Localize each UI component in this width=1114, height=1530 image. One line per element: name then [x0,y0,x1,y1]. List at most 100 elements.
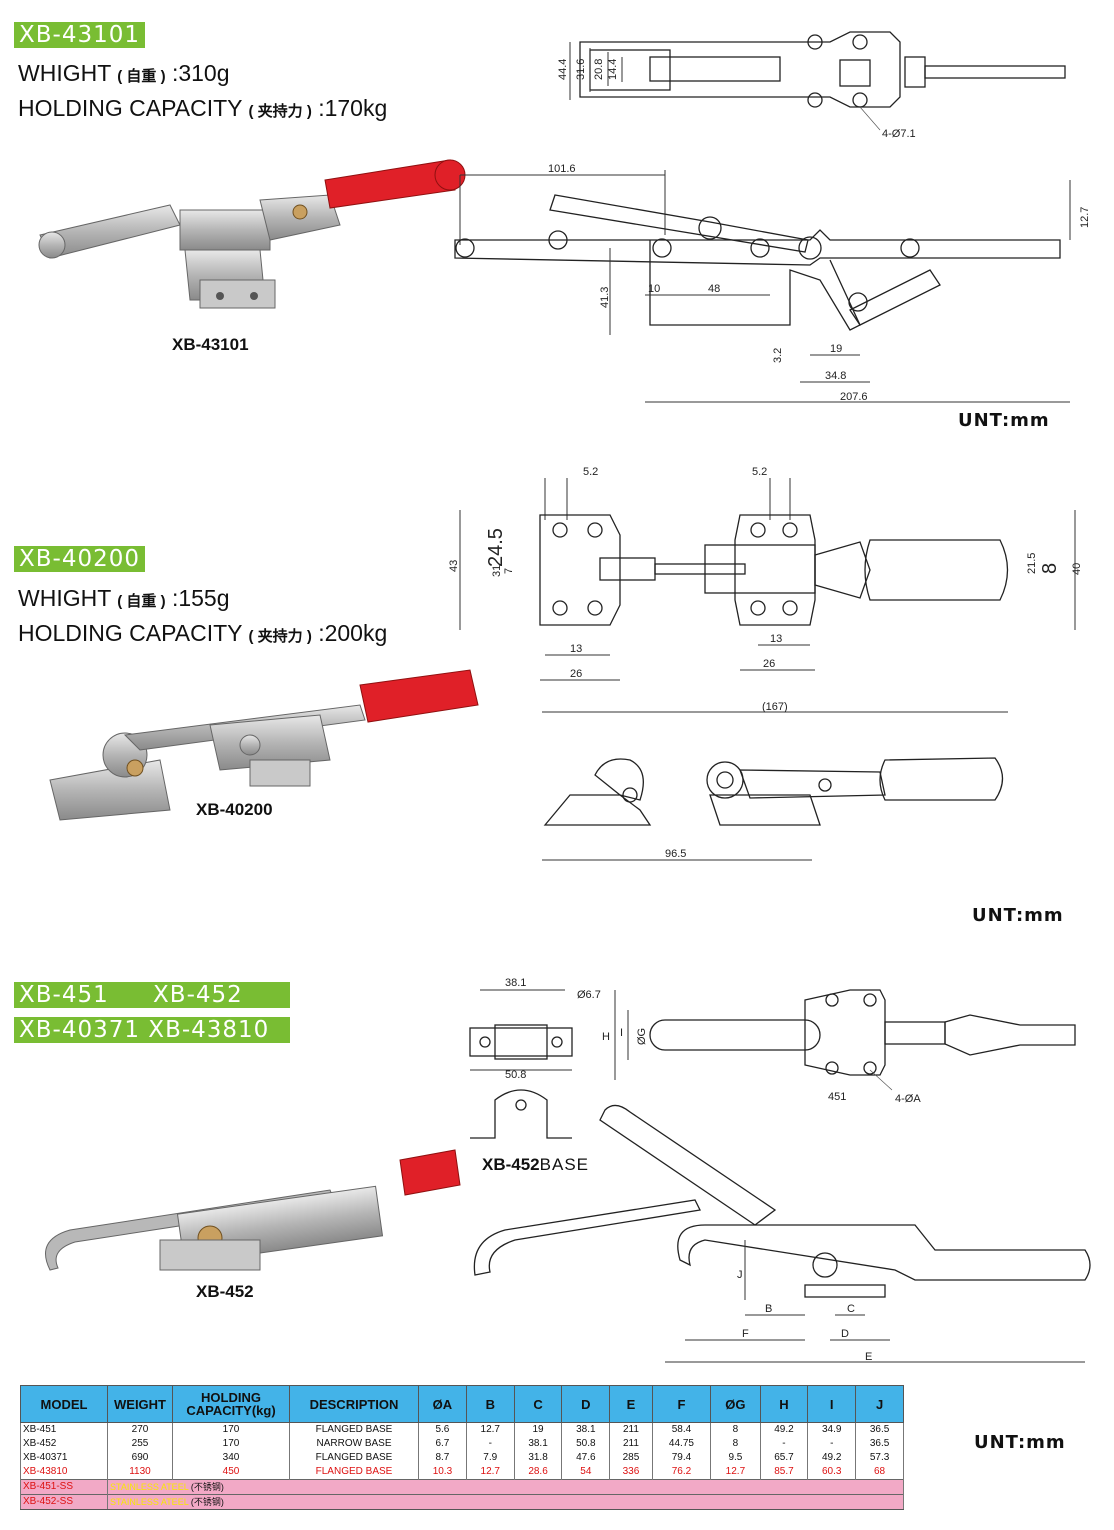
model-tag-xb-451-452: XB-451 XB-452 [14,982,290,1008]
dim-26-right: 26 [763,658,775,670]
cell: 285 [609,1451,653,1465]
dim-43: 43 [448,560,460,572]
table-header-row: MODEL WEIGHT HOLDING CAPACITY(kg) DESCRI… [20,1385,904,1423]
col-header-b: B [465,1385,515,1423]
product-photo-xb-40200 [49,669,479,821]
dim-20-8: 20.8 [593,59,605,80]
dim-12-7: 12.7 [1079,207,1091,228]
weight-value: :310g [171,60,230,86]
cell: 270 [107,1422,173,1437]
col-header-h: H [759,1385,809,1423]
dim-167: (167) [762,701,788,713]
dim-34-8: 34.8 [825,370,846,382]
col-header-j: J [855,1385,904,1423]
cell: 44.75 [651,1437,712,1451]
cell: 28.6 [513,1465,563,1480]
cell: 340 [172,1451,290,1465]
dim-E: E [865,1351,872,1363]
dim-31: 31 [491,565,503,577]
dim-7: 7 [503,568,515,574]
capacity-spec: HOLDING CAPACITY ( 夹持力 ) :170kg [18,95,387,122]
cell: - [759,1437,809,1451]
cell: 690 [107,1451,173,1465]
unit-label-3: UNT:mm [974,1432,1066,1453]
dim-10: 10 [648,283,660,295]
cell-model: XB-40371 [20,1451,108,1465]
cell-model: XB-43810 [20,1465,108,1480]
dim-44-4: 44.4 [557,59,569,80]
cell: 68 [855,1465,904,1480]
dim-24-5: 24.5 [485,528,507,567]
table-row-stainless: XB-451-SS STAINLESS ATEEL (不锈钢) [20,1479,904,1495]
dim-H: H [602,1031,610,1043]
dim-3-2: 3.2 [772,348,784,363]
dim-5-2-left: 5.2 [583,466,598,478]
cell: 211 [609,1437,653,1451]
cell: 31.8 [513,1451,563,1465]
col-header-d: D [561,1385,611,1423]
top-view-drawing-xb-43101: 44.4 31.6 20.8 14.4 4-Ø7.1 [557,31,1066,140]
capacity-cn-2: ( 夹持力 ) [248,628,312,645]
cell: FLANGED BASE [289,1422,419,1437]
dim-holes: 4-ØA [895,1093,921,1105]
cell: 34.9 [807,1422,857,1437]
cell: 10.3 [418,1465,467,1480]
cell-model: XB-451-SS [20,1479,108,1495]
dim-14-4: 14.4 [607,59,619,80]
dim-13-right: 13 [770,633,782,645]
dim-13-left: 13 [570,643,582,655]
dim-J: J [737,1269,743,1281]
cell: 36.5 [855,1437,904,1451]
dim-50-8: 50.8 [505,1069,526,1081]
unit-label-2: UNT:mm [972,905,1064,926]
cell: 76.2 [651,1465,712,1480]
tag-xb-452: XB-452 [153,982,243,1008]
dim-40: 40 [1071,563,1083,575]
col-header-a: ØA [418,1385,467,1423]
weight-value-2: :155g [171,585,230,611]
dim-48: 48 [708,283,720,295]
capacity-value-2: :200kg [318,620,388,646]
capacity-spec-2: HOLDING CAPACITY ( 夹持力 ) :200kg [18,620,387,647]
weight-spec: WHIGHT ( 自重 ) :310g [18,60,230,87]
cell-model: XB-452 [20,1437,108,1451]
col-header-c: C [513,1385,563,1423]
col-header-capacity: HOLDING CAPACITY(kg) [172,1385,290,1423]
photo-caption-xb-452: XB-452 [196,1282,254,1301]
dim-8: 8 [1039,563,1061,574]
dim-101-6: 101.6 [548,163,576,175]
dim-19: 19 [830,343,842,355]
cell: 47.6 [561,1451,611,1465]
dim-C: C [847,1303,855,1315]
col-header-g: ØG [710,1385,761,1423]
col-header-description: DESCRIPTION [289,1385,419,1423]
cell-model: XB-452-SS [20,1494,108,1510]
cell: 336 [609,1465,653,1480]
col-header-i: I [807,1385,857,1423]
cell: 12.7 [710,1465,761,1480]
cell: 8.7 [418,1451,467,1465]
col-header-weight: WEIGHT [107,1385,173,1423]
weight-spec-2: WHIGHT ( 自重 ) :155g [18,585,230,612]
dim-6-7: Ø6.7 [577,989,601,1001]
cell: 450 [172,1465,290,1480]
dim-38-1: 38.1 [505,977,526,989]
cell: 8 [710,1422,761,1437]
dim-hole-4-7-1: 4-Ø7.1 [882,128,916,140]
cell: 170 [172,1437,290,1451]
dim-G: ØG [636,1028,648,1045]
product-photo-xb-452 [45,1149,461,1271]
cell: 5.6 [418,1422,467,1437]
spec-table: MODEL WEIGHT HOLDING CAPACITY(kg) DESCRI… [20,1385,904,1510]
model-tag-xb-40200: XB-40200 [14,546,146,572]
dim-5-2-right: 5.2 [752,466,767,478]
cell: 54 [561,1465,611,1480]
col-header-f: F [651,1385,712,1423]
cell: 50.8 [561,1437,611,1451]
weight-cn: ( 自重 ) [117,68,166,85]
cell: NARROW BASE [289,1437,419,1451]
col-header-e: E [609,1385,653,1423]
model-tag-xb-43101: XB-43101 [14,22,146,48]
dim-D: D [841,1328,849,1340]
cell: 85.7 [759,1465,809,1480]
